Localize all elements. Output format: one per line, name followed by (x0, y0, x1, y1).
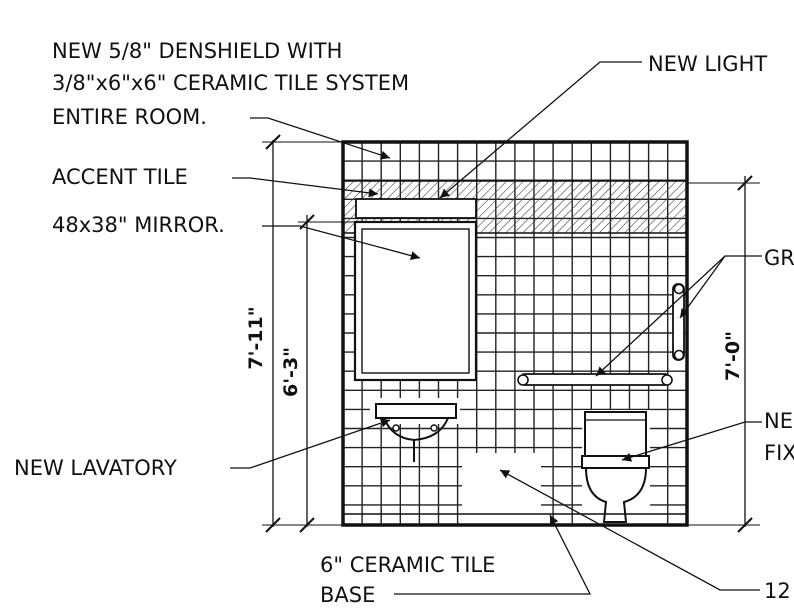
leader-accent-tile (232, 177, 379, 198)
leader-light (439, 61, 642, 199)
leader-base (394, 514, 592, 595)
leader-lavatory (230, 418, 391, 469)
dim-text-overall-height: 7'-11" (245, 306, 267, 369)
label-mirror: 48x38" MIRROR. (52, 213, 225, 237)
label-base-line2: BASE (320, 583, 375, 607)
label-fixture-line1: NE (764, 409, 793, 433)
grab-bar-horizontal (517, 373, 673, 386)
lavatory (370, 398, 460, 462)
leader-mirror (262, 225, 421, 261)
light-fixture (355, 198, 477, 219)
leader-fixture (621, 421, 762, 462)
dim-text-mirror-height: 6'-3" (280, 347, 302, 397)
label-access-panel: 12 (764, 579, 791, 603)
mirror-inner-frame (361, 228, 470, 374)
dim-text-right-height: 7'-0" (722, 331, 744, 381)
leader-wall-finish (250, 117, 391, 160)
label-fixture-line2: FIX (764, 441, 794, 465)
grab-bar-vertical (672, 283, 685, 361)
label-wall-finish-line1: NEW 5/8" DENSHIELD WITH (52, 39, 342, 63)
dimension-mirror-height (298, 214, 355, 533)
label-lavatory: NEW LAVATORY (14, 456, 177, 480)
dimension-right-height (688, 175, 760, 533)
room-outline (341, 140, 689, 527)
dimension-overall-height (262, 134, 342, 533)
label-base-line1: 6" CERAMIC TILE (320, 553, 495, 577)
label-wall-finish-line3: ENTIRE ROOM. (52, 105, 207, 129)
access-panel (462, 453, 541, 525)
toilet (581, 410, 650, 525)
label-light: NEW LIGHT (648, 52, 767, 76)
label-grab-bars: GR (764, 246, 794, 270)
leader-grab-bar-2 (679, 255, 726, 319)
label-wall-finish-line2: 3/8"x6"x6" CERAMIC TILE SYSTEM (52, 71, 409, 95)
leader-access-panel (499, 469, 760, 591)
label-accent-tile: ACCENT TILE (52, 165, 188, 189)
